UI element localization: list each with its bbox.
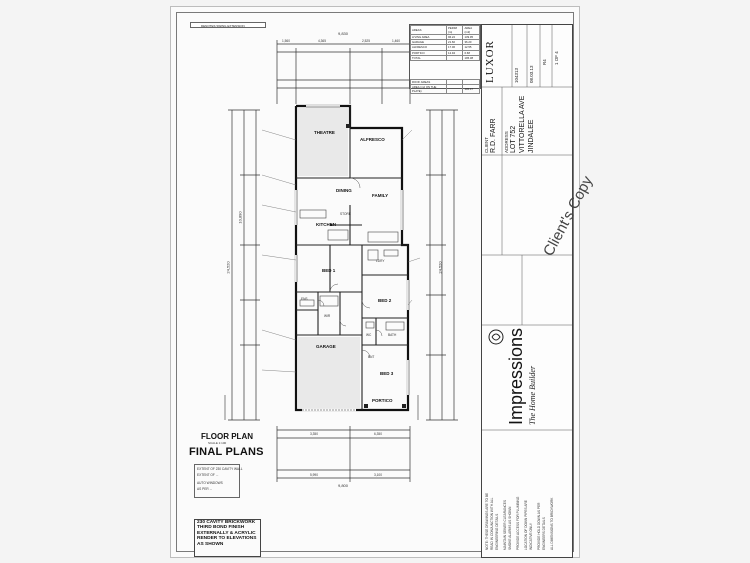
note-line: ENGINEERING DETAILS	[495, 513, 499, 550]
areas-row: GARAGE 21.60 36.20	[409, 39, 480, 46]
construction-notes: NOTE: THESE DRAWINGS ARE TO BE READ IN C…	[483, 430, 569, 554]
note-line: SMOKE ALARMS AS SHOWN	[508, 506, 512, 550]
dim-bottom-part: 6,350	[374, 432, 382, 436]
note-line: ENGINEERS DETAILS	[542, 517, 546, 550]
drawing-border	[176, 12, 574, 552]
note-line: MAINTAIN SEWER CLEARANCES	[503, 499, 507, 550]
brickwork-note-line: RENDER TO ELEVATIONS	[197, 536, 257, 542]
note-line: ALL DIMENSIONS TO BRICKWORK	[550, 497, 554, 550]
dim-top-part: 2,525	[362, 39, 370, 43]
room-store: STORE	[340, 212, 351, 216]
room-bed2: BED 2	[378, 298, 392, 303]
areas-header: AREAS	[409, 25, 448, 35]
areas-row: ROOF AREAS	[409, 78, 480, 86]
room-entry: ENT	[368, 355, 375, 359]
brickwork-note-line: AS SHOWN	[197, 541, 224, 547]
note-line: NOTE: THESE DRAWINGS ARE TO BE	[485, 492, 489, 550]
job-number: 104313	[514, 67, 519, 83]
note-line: PROVIDE ACCESS FOR PLUMBING	[516, 496, 520, 550]
dim-bottom-overall: 9,800	[338, 483, 349, 488]
dim-top-part: 4,365	[318, 39, 326, 43]
areas-header: PERIM (m)	[446, 25, 464, 35]
scale-note: SCALE 1:100	[208, 441, 227, 445]
areas-table: AREAS PERIM (m) AREA (m2) LIVING AREA 96…	[409, 24, 481, 95]
dim-bottom-part: 5,990	[310, 473, 318, 477]
room-ldry: LDRY	[376, 259, 385, 263]
sheet-number: 1 OF 4	[554, 51, 559, 65]
room-portico: PORTICO	[372, 398, 393, 403]
room-theatre: THEATRE	[314, 130, 335, 135]
address-suburb: JINDALEE	[528, 119, 535, 153]
legend-line: AUTO WINDOWS	[197, 481, 223, 485]
areas-cell: 195.47	[462, 84, 480, 95]
note-line: PROVIDE HOLD DOWN AS PER	[537, 502, 541, 550]
title-block: LUXOR 104313 08.03.13 R4 1 OF 4 CLIENT R…	[481, 24, 596, 558]
note-line: LOCATION OF DOWN PIPES ARE	[524, 500, 528, 550]
company-logo-text: Impressions	[506, 327, 526, 425]
address-label: ADDRESS	[504, 131, 509, 153]
room-family: FAMILY	[372, 193, 389, 198]
areas-header: AREA (m2)	[462, 25, 480, 35]
areas-cell: AREA (m2 ON THE PLATE)	[409, 84, 448, 95]
revision: R4	[542, 59, 547, 65]
dim-left-overall-2: 10,890	[237, 211, 243, 224]
dim-top-overall: 9,830	[338, 31, 349, 36]
legend-line: EXTENT OF ...	[197, 473, 219, 477]
note-line: INDICATIVE ONLY	[529, 523, 533, 550]
legend-line: EXTENT OF 230 CAVITY WALL	[197, 467, 243, 471]
room-bed3: BED 3	[380, 371, 394, 376]
room-kitchen: KITCHEN	[316, 222, 336, 227]
room-wir: WIR	[324, 314, 331, 318]
room-ens: ENS	[301, 297, 308, 301]
swing-legend: DENOTES SWING EXTENSION	[190, 22, 266, 28]
areas-cell	[446, 54, 464, 61]
dim-top-part: 1,560	[282, 39, 290, 43]
brickwork-note-line: EXTERNALLY & ACRYLIC	[197, 530, 256, 536]
areas-row: AREA (m2 ON THE PLATE) 195.47	[409, 84, 480, 95]
dim-right-overall: 24,520	[437, 261, 443, 274]
room-dining: DINING	[336, 188, 352, 193]
room-bed1: BED 1	[322, 268, 336, 273]
wall-legend: EXTENT OF 230 CAVITY WALL EXTENT OF ... …	[194, 464, 243, 498]
client-label: CLIENT	[484, 136, 489, 153]
brickwork-note-line: THIRD BOND FINISH	[197, 525, 245, 531]
areas-cell: 195.38	[462, 54, 480, 61]
room-bath: BATH	[388, 333, 397, 337]
areas-row: TOTAL 195.38	[409, 54, 480, 61]
house-name: LUXOR	[484, 40, 496, 83]
dim-top-part: 1,460	[392, 39, 400, 43]
address-street: VITTORELLA AVE	[519, 95, 526, 153]
legend-line: AS PER ...	[197, 487, 213, 491]
areas-cell	[446, 78, 464, 86]
dim-bottom-part: 3,350	[310, 432, 318, 436]
final-plans-title: FINAL PLANS	[189, 446, 264, 458]
room-wc: WC	[366, 333, 372, 337]
floor-plan-title: FLOOR PLAN	[201, 432, 253, 441]
areas-cell	[462, 78, 480, 86]
company-tagline: The Home Builder	[528, 365, 537, 425]
room-garage: GARAGE	[316, 344, 336, 349]
client-name: R.D. FARR	[490, 118, 497, 153]
dim-left-overall: 24,520	[225, 261, 231, 274]
brickwork-note: 230 CAVITY BRICKWORK THIRD BOND FINISH E…	[194, 519, 261, 557]
title-block-grid	[482, 25, 572, 431]
note-line: READ IN CONJUNCTION WITH ALL	[490, 497, 494, 550]
room-alfresco: ALFRESCO	[360, 137, 385, 142]
areas-cell	[446, 84, 464, 95]
address-lot: LOT 752	[510, 125, 517, 153]
drawing-date: 08.03.13	[529, 65, 534, 83]
dim-bottom-part: 3,100	[374, 473, 382, 477]
brickwork-note-line: 230 CAVITY BRICKWORK	[197, 520, 256, 525]
